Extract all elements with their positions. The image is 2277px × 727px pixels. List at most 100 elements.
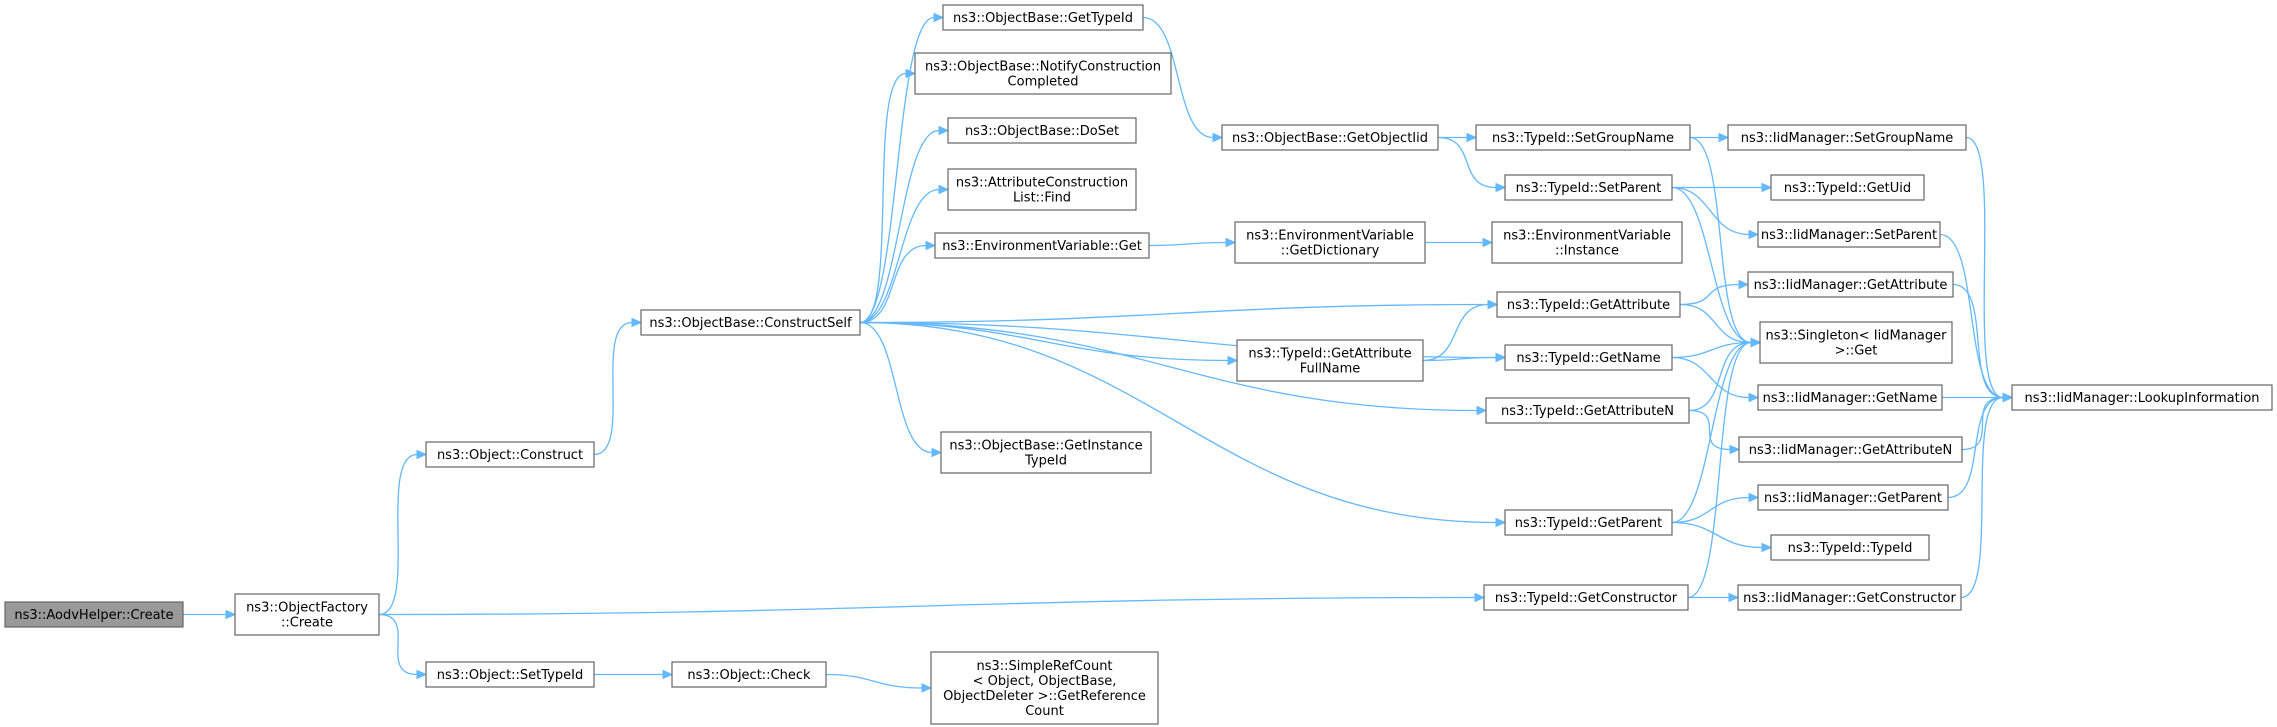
node-factory-create[interactable]: ns3::ObjectFactory::Create [234,593,380,636]
node-tid-getparent[interactable]: ns3::TypeId::GetParent [1504,509,1673,536]
node-box [942,4,1144,31]
node-label: ns3::ObjectBase::GetObjectIid [1232,131,1428,146]
node-label: ns3::SimpleRefCount [976,659,1112,674]
arrowhead-constructself-to-ob_gettypeid [933,12,945,23]
node-ob-notify[interactable]: ns3::ObjectBase::NotifyConstructionCompl… [914,52,1172,95]
node-box [1759,321,1953,364]
node-tid-getconstructor[interactable]: ns3::TypeId::GetConstructor [1483,584,1689,611]
arrowhead-tid_setparent-to-tid_getuid [1761,182,1773,193]
node-box [1236,339,1424,382]
edge-tid_getattribute-to-iid_getattribute [1679,283,1740,306]
node-ob-getobjectiid[interactable]: ns3::ObjectBase::GetObjectIid [1221,124,1439,151]
node-label: ns3::AttributeConstruction [956,176,1128,191]
node-label: ::Instance [1555,244,1619,259]
edge-constructself-to-acl_find [859,188,940,324]
node-iid-lookup[interactable]: ns3::IidManager::LookupInformation [2011,384,2273,411]
edge-factory_create-to-tid_getconstructor [378,596,1476,616]
node-tid-getuid[interactable]: ns3::TypeId::GetUid [1770,174,1925,201]
node-box [934,232,1150,259]
node-iid-getattributen[interactable]: ns3::IidManager::GetAttributeN [1738,436,1963,463]
node-iid-setparent[interactable]: ns3::IidManager::SetParent [1757,221,1941,248]
node-object-check[interactable]: ns3::Object::Check [671,661,827,688]
node-label: ns3::ObjectBase::GetTypeId [953,11,1133,26]
node-label: ns3::TypeId::GetAttribute [1507,298,1670,313]
node-box [1496,291,1681,318]
edge-tid_getparent-to-singleton_get [1671,341,1752,524]
node-box [1770,534,1930,561]
arrowhead-object_settypeid-to-object_check [662,669,674,680]
edge-tid_getattrfull-to-tid_getname [1422,356,1497,362]
node-box [947,168,1137,211]
edge-constructself-to-envvar_get [859,244,927,324]
node-label: ns3::Object::Check [687,668,811,683]
node-tid-getattribute[interactable]: ns3::TypeId::GetAttribute [1496,291,1681,318]
node-label: ns3::IidManager::GetAttributeN [1749,443,1953,458]
arrowhead-iid_getconstructor-to-iid_lookup [2002,392,2014,403]
arrowhead-tid_getparent-to-tid_typeid [1761,542,1773,553]
node-iid-setgroupname[interactable]: ns3::IidManager::SetGroupName [1727,124,1967,151]
node-label: Completed [1008,75,1079,90]
node-box [930,651,1159,725]
node-label: ns3::TypeId::GetName [1516,351,1660,366]
node-label: ns3::TypeId::SetParent [1516,181,1662,196]
node-envvar-get[interactable]: ns3::EnvironmentVariable::Get [934,232,1150,259]
node-box [1234,221,1426,264]
node-simplerefcount[interactable]: ns3::SimpleRefCount< Object, ObjectBase,… [930,651,1159,725]
node-ob-gettypeid[interactable]: ns3::ObjectBase::GetTypeId [942,4,1144,31]
node-tid-typeid[interactable]: ns3::TypeId::TypeId [1770,534,1930,561]
node-label: ns3::Object::Construct [437,448,583,463]
node-label: ns3::IidManager::GetConstructor [1743,591,1956,606]
node-label: < Object, ObjectBase, [973,674,1117,689]
edge-iid_getattributen-to-iid_lookup [1961,396,2004,451]
arrowhead-constructself-to-acl_find [938,184,950,195]
arrowhead-constructself-to-tid_getattrfull [1227,355,1239,366]
node-envvar-getdict[interactable]: ns3::EnvironmentVariable::GetDictionary [1234,221,1426,264]
node-label: ns3::TypeId::GetConstructor [1495,591,1678,606]
node-singleton-get[interactable]: ns3::Singleton< IidManager>::Get [1759,321,1953,364]
edge-iid_setparent-to-iid_lookup [1939,233,2004,399]
node-label: FullName [1300,362,1361,377]
node-box [1757,484,1949,511]
edge-tid_getparent-to-iid_getparent [1671,496,1750,524]
edge-iid_setgroupname-to-iid_lookup [1965,136,2004,399]
node-tid-setparent[interactable]: ns3::TypeId::SetParent [1504,174,1673,201]
node-iid-getattribute[interactable]: ns3::IidManager::GetAttribute [1747,271,1954,298]
node-object-settypeid[interactable]: ns3::Object::SetTypeId [425,661,595,688]
node-label: ::Create [281,616,333,631]
node-tid-getname[interactable]: ns3::TypeId::GetName [1504,344,1673,371]
arrowhead-tid_getparent-to-iid_getparent [1748,492,1760,503]
node-tid-getattributen[interactable]: ns3::TypeId::GetAttributeN [1485,397,1690,424]
node-object-construct[interactable]: ns3::Object::Construct [425,441,595,468]
node-envvar-instance[interactable]: ns3::EnvironmentVariable::Instance [1491,221,1683,264]
edges-layer [183,12,2014,693]
arrowhead-factory_create-to-tid_getconstructor [1474,592,1486,603]
node-label: ns3::EnvironmentVariable [1246,229,1414,244]
node-aodv-create[interactable]: ns3::AodvHelper::Create [4,601,184,628]
node-box [914,52,1172,95]
node-box [1757,384,1943,411]
node-label: ns3::AodvHelper::Create [14,608,173,623]
node-tid-setgroupname[interactable]: ns3::TypeId::SetGroupName [1475,124,1691,151]
node-iid-getname[interactable]: ns3::IidManager::GetName [1757,384,1943,411]
edge-ob_gettypeid-to-ob_getobjectiid [1142,16,1214,139]
arrowhead-object_check-to-simplerefcount [921,683,933,693]
edge-factory_create-to-object_settypeid [378,613,418,676]
node-label: ns3::Object::SetTypeId [437,668,583,683]
node-ob-doset[interactable]: ns3::ObjectBase::DoSet [947,117,1137,144]
arrowhead-tid_setgroupname-to-iid_setgroupname [1718,132,1730,143]
node-box [1221,124,1439,151]
node-iid-getparent[interactable]: ns3::IidManager::GetParent [1757,484,1949,511]
edge-tid_getattributen-to-singleton_get [1688,341,1752,412]
node-constructself[interactable]: ns3::ObjectBase::ConstructSelf [640,309,861,336]
edge-constructself-to-tid_getattribute [859,303,1489,324]
node-box [1738,436,1963,463]
node-box [640,309,861,336]
arrowhead-tid_getname-to-iid_getname [1748,392,1760,403]
node-label: ns3::TypeId::SetGroupName [1492,131,1674,146]
node-iid-getconstructor[interactable]: ns3::IidManager::GetConstructor [1737,584,1962,611]
node-label: List::Find [1013,191,1071,206]
edge-tid_getname-to-iid_getname [1671,356,1750,399]
